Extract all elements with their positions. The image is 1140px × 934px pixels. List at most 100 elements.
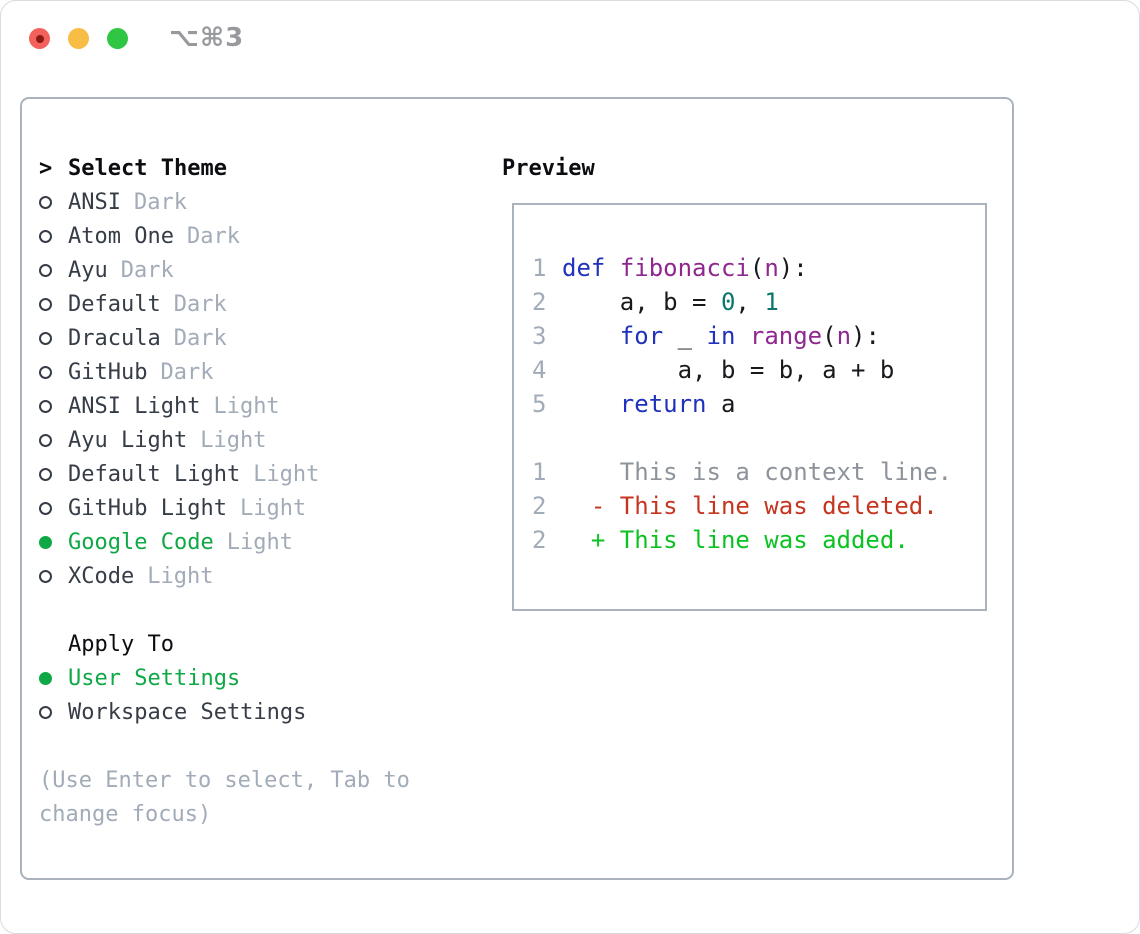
code-token: ( [749,254,765,282]
code-token [562,390,620,418]
theme-option-ansi-light[interactable]: ANSI Light Light [39,389,410,423]
select-theme-header: Select Theme [68,155,227,181]
radio-circle [39,229,52,243]
theme-option-github[interactable]: GitHub Dark [39,355,410,389]
code-token: a, b = [562,288,721,316]
code-line: 4 a, b = b, a + b [532,353,985,387]
diff-text: - This line was deleted. [562,492,938,520]
line-number: 2 [532,288,547,316]
code-token: n [836,322,852,350]
theme-variant-tag: Dark [173,325,227,351]
code-token [735,322,749,350]
diff-line-deleted: 2 - This line was deleted. [532,489,985,523]
theme-option-dracula[interactable]: Dracula Dark [39,321,410,355]
unsaved-changes-dot-icon [35,34,44,43]
selection-cursor: > [39,155,53,181]
code-token [562,322,620,350]
line-number: 1 [532,458,547,486]
radio-circle [39,297,52,311]
option-label: Dracula [68,325,161,351]
code-token: ( [822,322,837,350]
code-token: ): [778,254,808,282]
radio-circle [39,433,52,447]
radio-icon [39,263,68,277]
code-token: , [735,288,765,316]
apply-option-workspace-settings[interactable]: Workspace Settings [39,695,410,729]
theme-option-ayu-light[interactable]: Ayu Light Light [39,423,410,457]
radio-circle [39,365,52,379]
radio-icon [39,501,68,515]
code-token: 0 [720,288,736,316]
option-label: Workspace Settings [68,699,307,725]
keyboard-hint-line-2: change focus) [39,801,212,827]
theme-variant-tag: Light [226,529,293,555]
option-label: Default [68,291,161,317]
code-line: 3 for _ in range(n): [532,319,985,353]
code-token: for [619,322,664,350]
theme-variant-tag: Light [213,393,280,419]
minimize-button[interactable] [68,28,89,49]
theme-variant-tag: Light [253,461,320,487]
code-token: a [706,390,736,418]
option-label: ANSI Light [68,393,201,419]
code-line: 2 a, b = 0, 1 [532,285,985,319]
line-number: 4 [532,356,547,384]
diff-preview: 1 This is a context line.2 - This line w… [532,455,985,557]
theme-variant-tag: Light [239,495,307,521]
radio-selected-icon [39,671,68,685]
code-token: _ [663,322,707,350]
apply-option-user-settings[interactable]: User Settings [39,661,410,695]
spacer [39,729,410,763]
theme-variant-tag: Dark [160,359,214,385]
diff-line-added: 2 + This line was added. [532,523,985,557]
theme-variant-tag: Dark [120,257,174,283]
select-theme-header-row: > Select Theme [39,151,410,185]
code-token: return [619,390,707,418]
line-number: 5 [532,390,547,418]
code-token: fibonacci [619,254,750,282]
option-label: GitHub [68,359,148,385]
option-label: Ayu Light [68,427,188,453]
option-label: ANSI [68,189,121,215]
radio-icon [39,331,68,345]
radio-circle [39,569,52,583]
radio-circle [39,671,52,685]
code-token: in [706,322,736,350]
theme-variant-tag: Light [147,563,214,589]
radio-icon [39,229,68,243]
radio-circle [39,501,52,515]
radio-circle [39,399,52,413]
theme-variant-tag: Dark [186,223,240,249]
line-number: 3 [532,322,547,350]
radio-icon [39,399,68,413]
diff-line-context: 1 This is a context line. [532,455,985,489]
option-label: User Settings [68,665,241,691]
diff-text: + This line was added. [562,526,909,554]
code-line: 5 return a [532,387,985,421]
radio-icon [39,705,68,719]
code-token: 1 [764,288,779,316]
code-token: a, b = b, a + b [562,356,895,384]
zoom-button[interactable] [107,28,128,49]
theme-variant-tag: Light [200,427,267,453]
code-token: n [764,254,779,282]
code-token: def [562,254,606,282]
titlebar: ⌥⌘3 [1,1,1139,77]
close-button[interactable] [29,28,50,49]
radio-icon [39,195,68,209]
radio-circle [39,331,52,345]
window-title: ⌥⌘3 [169,23,245,53]
